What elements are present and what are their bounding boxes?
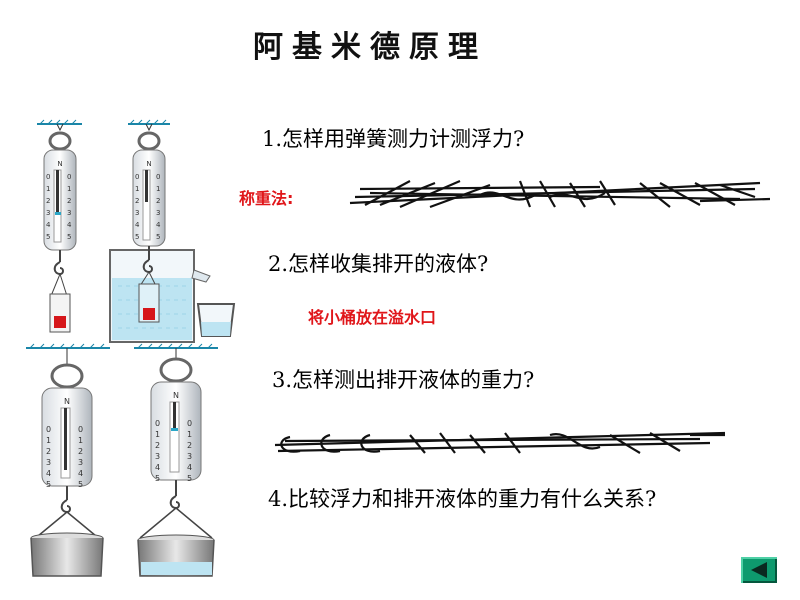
svg-text:3: 3 <box>78 458 83 467</box>
svg-text:4: 4 <box>135 221 140 229</box>
svg-text:3: 3 <box>156 209 160 217</box>
question-2: 2.怎样收集排开的液体? <box>268 252 489 276</box>
svg-text:3: 3 <box>187 452 192 461</box>
slide-title: 阿基米德原理 <box>253 30 487 65</box>
svg-text:0: 0 <box>78 425 83 434</box>
svg-text:4: 4 <box>187 463 192 472</box>
svg-text:N: N <box>57 160 62 168</box>
svg-text:4: 4 <box>155 463 160 472</box>
svg-text:4: 4 <box>156 221 161 229</box>
svg-text:5: 5 <box>187 474 192 483</box>
svg-text:3: 3 <box>46 209 50 217</box>
svg-text:1: 1 <box>46 436 51 445</box>
svg-text:0: 0 <box>187 419 192 428</box>
svg-text:4: 4 <box>67 221 72 229</box>
svg-text:3: 3 <box>135 209 139 217</box>
svg-text:2: 2 <box>78 447 83 456</box>
svg-text:2: 2 <box>67 197 71 205</box>
svg-text:4: 4 <box>46 469 51 478</box>
question-4: 4.比较浮力和排开液体的重力有什么关系? <box>268 487 657 511</box>
svg-text:1: 1 <box>78 436 83 445</box>
svg-text:5: 5 <box>156 233 160 241</box>
svg-text:1: 1 <box>46 185 50 193</box>
svg-text:1: 1 <box>67 185 71 193</box>
svg-text:1: 1 <box>187 430 192 439</box>
svg-text:0: 0 <box>67 173 71 181</box>
svg-text:N: N <box>64 397 70 406</box>
animated-text-scribble <box>349 179 770 209</box>
spring-scale-1: N 0 1 2 3 4 5 0 1 2 3 4 5 <box>37 119 82 333</box>
svg-text:5: 5 <box>46 233 50 241</box>
back-button[interactable] <box>741 557 777 583</box>
svg-text:2: 2 <box>155 441 160 450</box>
svg-text:0: 0 <box>46 425 51 434</box>
svg-text:0: 0 <box>155 419 160 428</box>
svg-text:5: 5 <box>78 480 83 489</box>
animated-text-scribble-2 <box>274 431 726 454</box>
svg-text:2: 2 <box>187 441 192 450</box>
answer-2: 将小桶放在溢水口 <box>308 308 437 327</box>
svg-text:N: N <box>173 391 179 400</box>
svg-text:1: 1 <box>156 185 160 193</box>
svg-text:3: 3 <box>46 458 51 467</box>
svg-text:0: 0 <box>156 173 160 181</box>
svg-text:0: 0 <box>46 173 50 181</box>
svg-text:2: 2 <box>156 197 160 205</box>
svg-text:3: 3 <box>155 452 160 461</box>
spring-scale-3: N 0 1 2 3 4 5 0 1 2 3 4 5 <box>26 343 110 577</box>
question-3: 3.怎样测出排开液体的重力? <box>272 368 535 392</box>
method-label: 称重法: <box>239 189 294 208</box>
svg-text:4: 4 <box>78 469 83 478</box>
svg-text:0: 0 <box>135 173 139 181</box>
svg-text:5: 5 <box>46 480 51 489</box>
svg-text:1: 1 <box>135 185 139 193</box>
back-triangle-icon <box>751 562 767 578</box>
experiment-illustration: N 0 1 2 3 4 5 0 1 2 3 4 5 N 0 1 2 3 4 5 0 1 2 3 4 5 <box>26 119 236 577</box>
svg-text:1: 1 <box>155 430 160 439</box>
svg-text:5: 5 <box>135 233 139 241</box>
question-1: 1.怎样用弹簧测力计测浮力? <box>262 127 525 151</box>
svg-text:5: 5 <box>67 233 71 241</box>
svg-text:N: N <box>146 160 151 168</box>
svg-text:2: 2 <box>46 447 51 456</box>
spring-scale-2: N 0 1 2 3 4 5 0 1 2 3 4 5 <box>109 119 236 343</box>
svg-text:4: 4 <box>46 221 51 229</box>
svg-text:2: 2 <box>135 197 139 205</box>
svg-text:5: 5 <box>155 474 160 483</box>
spring-scale-4: N 0 1 2 3 4 5 0 1 2 3 4 5 <box>134 343 218 577</box>
svg-text:2: 2 <box>46 197 50 205</box>
svg-text:3: 3 <box>67 209 71 217</box>
